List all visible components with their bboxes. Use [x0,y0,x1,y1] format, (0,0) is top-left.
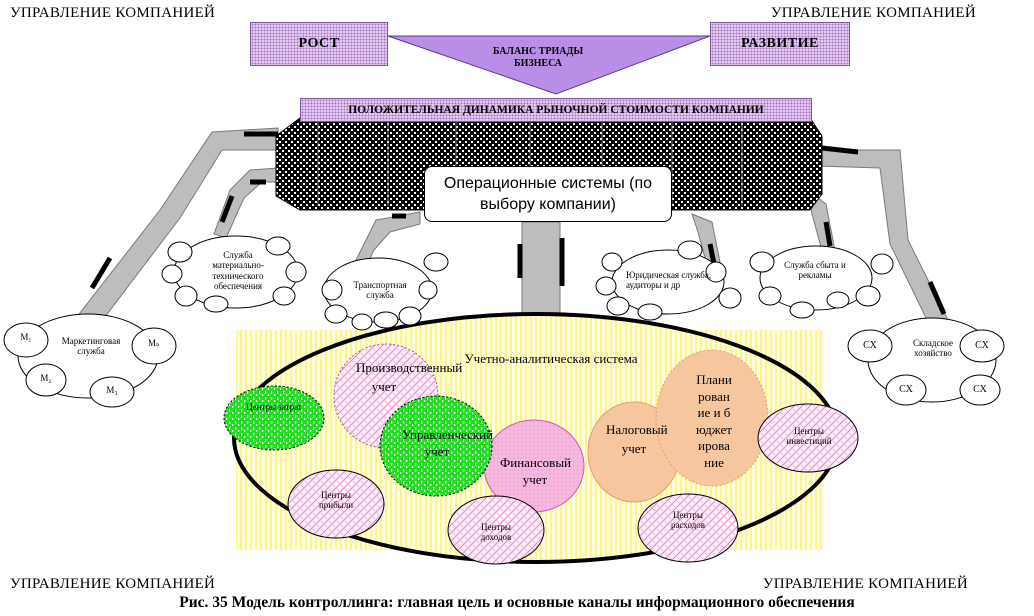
balance-triangle [387,35,711,95]
sales-cluster [749,245,894,319]
profit-centers-label: Центры прибыли [318,490,354,511]
investment-centers-circle [757,403,859,473]
legal-cluster [595,240,742,321]
cost-centers-label: Центры затрат [246,402,302,412]
marketing-node-m1: М₁ [20,332,32,342]
market-value-banner: ПОЛОЖИТЕЛЬНАЯ ДИНАМИКА РЫНОЧНОЙ СТОИМОСТ… [300,98,812,122]
marketing-node-m3: М₃ [106,385,118,395]
profit-centers-circle [287,469,385,539]
balance-label-line1: БАЛАНС ТРИАДЫ [492,46,584,57]
sales-service-label: Служба сбыта и рекламы [784,260,846,281]
warehouse-node-1: СХ [863,340,877,351]
investment-centers-label: Центры инвестиций [786,426,832,447]
transport-cluster [321,252,449,331]
operational-systems-box: Операционные системы (по выбору компании… [424,166,672,222]
financial-accounting-label: Финансовый учет [500,455,572,487]
legal-service-label: Юридическая служба, аудиторы и др [626,270,712,291]
expense-centers-circle [637,493,739,563]
marketing-node-m2: М₂ [40,373,52,383]
planning-label: Планирование и бюджетирование [696,372,732,470]
warehouse-service-label: Складское хозяйство [913,338,953,359]
warehouse-cluster [847,317,1005,406]
marketing-service-label: Маркетинговая служба [61,336,121,357]
accounting-system-label: Учетно-аналитическая система [464,351,638,366]
material-cluster [161,235,307,313]
warehouse-node-4: СХ [973,384,987,395]
balance-label: БАЛАНС ТРИАДЫ БИЗНЕСА [468,46,608,69]
marketing-node-mn: Мₙ [148,338,160,348]
arrow-bars [89,131,947,316]
growth-box: РОСТ [250,22,388,66]
corner-label-top-left: УПРАВЛЕНИЕ КОМПАНИЕЙ [10,5,216,21]
balance-label-line2: БИЗНЕСА [513,57,563,69]
development-box: РАЗВИТИЕ [710,22,850,66]
managerial-accounting-circle [379,395,493,497]
expense-centers-label: Центры расходов [670,510,706,531]
warehouse-node-2: СХ [975,340,989,351]
figure-caption: Рис. 35 Модель контроллинга: главная цел… [179,594,855,611]
warehouse-node-3: СХ [899,384,913,395]
tax-accounting-label: Налоговый учет [606,422,668,456]
material-service-label: Служба материально-технического обеспече… [212,250,264,292]
marketing-cluster [3,313,177,408]
cost-centers-circle [223,385,325,451]
corner-label-bottom-left: УПРАВЛЕНИЕ КОМПАНИЕЙ [10,576,216,592]
income-centers-label: Центры доходов [480,522,512,543]
income-centers-circle [447,495,545,565]
corner-label-top-right: УПРАВЛЕНИЕ КОМПАНИЕЙ [770,5,976,21]
central-platform [275,117,823,211]
transport-service-label: Транспортная служба [353,280,407,301]
corner-label-bottom-right: УПРАВЛЕНИЕ КОМПАНИЕЙ [762,576,968,592]
production-accounting-label: Производственный учет [356,360,463,394]
managerial-accounting-label: Управленческий учет [402,427,494,459]
